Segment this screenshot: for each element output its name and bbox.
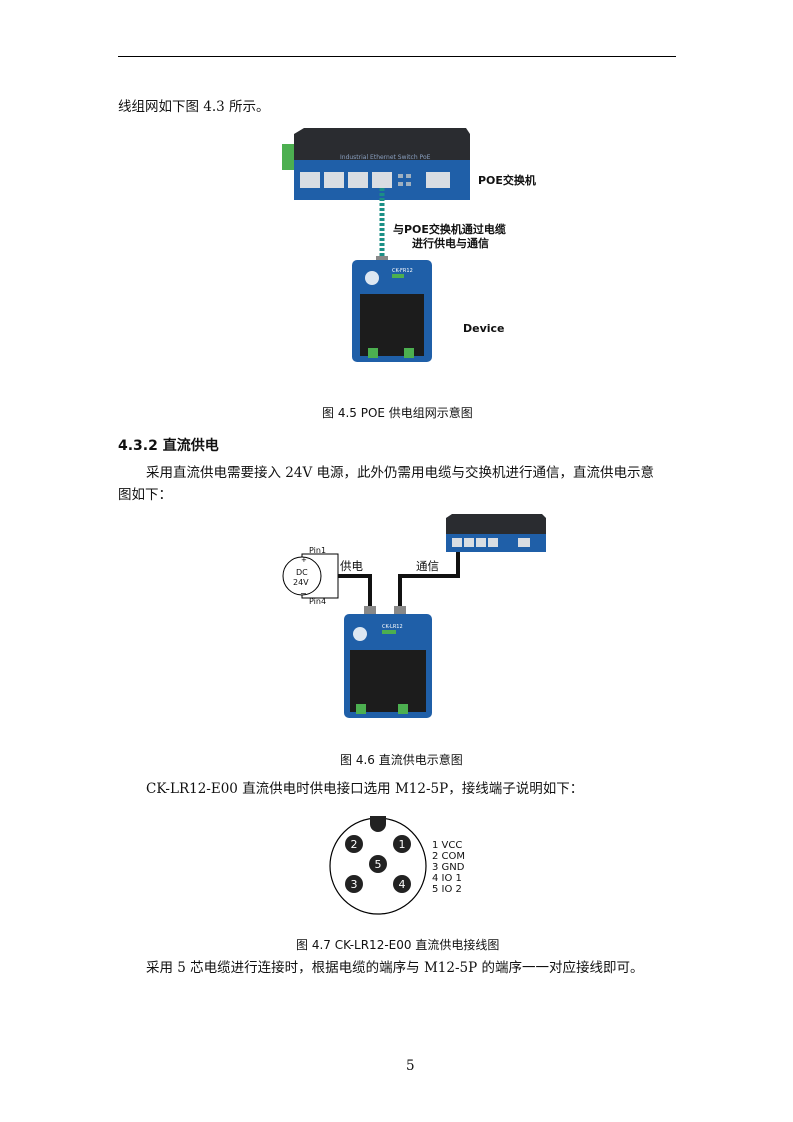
connector-key <box>370 816 386 832</box>
header-rule <box>118 56 676 57</box>
switch-panel-text: Industrial Ethernet Switch PoE <box>340 154 431 161</box>
section-paragraph-line1: 采用直流供电需要接入 24V 电源，此外仍需用电缆与交换机进行通信，直流供电示意 <box>146 465 655 481</box>
device-terminal <box>398 704 408 714</box>
switch-uplink-port <box>426 172 450 188</box>
pin-legend-item: 5 IO 2 <box>432 884 462 895</box>
status-led <box>398 174 403 178</box>
figure-4-7-connector: 1 2 3 4 5 <box>329 816 427 915</box>
switch-port <box>348 172 368 188</box>
cable-label-line1: 与POE交换机通过电缆 <box>393 223 506 236</box>
device-connector-power <box>364 606 376 616</box>
pin-4: 4 <box>393 875 411 893</box>
device-label: Device <box>463 322 505 335</box>
svg-text:5: 5 <box>375 858 382 871</box>
dc-label: DC <box>296 568 308 577</box>
pin-2: 2 <box>345 835 363 853</box>
device-model-text: CK-FR12 <box>392 268 413 274</box>
status-led <box>406 182 411 186</box>
svg-text:2: 2 <box>351 838 358 851</box>
pin-legend-item: 4 IO 1 <box>432 873 462 884</box>
figure-4-7-caption: 图 4.7 CK-LR12-E00 直流供电接线图 <box>296 938 500 952</box>
device-logo <box>353 627 367 641</box>
device-terminal <box>368 348 378 358</box>
device-model-text: CK-LR12 <box>382 624 403 630</box>
source-wire-top <box>301 553 339 576</box>
switch-label: POE交换机 <box>478 174 536 187</box>
switch-port <box>476 538 486 547</box>
minus-sign: − <box>300 589 307 598</box>
pin-1: 1 <box>393 835 411 853</box>
page-number: 5 <box>406 1058 415 1074</box>
svg-text:4: 4 <box>399 878 406 891</box>
pin-3: 3 <box>345 875 363 893</box>
pin-legend-item: 1 VCC <box>432 840 463 851</box>
device-terminal <box>404 348 414 358</box>
source-wire-bottom <box>301 576 339 599</box>
plus-sign: + <box>301 556 307 564</box>
figure-4-6-diagram: + − CK-LR12 <box>282 514 546 718</box>
cable-label-line2: 进行供电与通信 <box>412 237 489 250</box>
device-heatsink <box>360 294 424 356</box>
device-indicator <box>392 274 404 278</box>
device-heatsink <box>350 650 426 712</box>
figure-4-5-diagram: Industrial Ethernet Switch PoE CK-FR12 <box>282 128 470 362</box>
svg-text:3: 3 <box>351 878 358 891</box>
figure-4-6-caption: 图 4.6 直流供电示意图 <box>340 753 463 767</box>
comm-cable <box>398 544 460 610</box>
device-indicator <box>382 630 396 634</box>
pin-legend-item: 3 GND <box>432 862 465 873</box>
terminal-block <box>282 144 294 170</box>
switch-port <box>372 172 392 188</box>
switch-uplink-port <box>518 538 530 547</box>
figure-4-5-caption: 图 4.5 POE 供电组网示意图 <box>322 406 473 420</box>
wiring-intro: CK-LR12-E00 直流供电时供电接口选用 M12-5P，接线端子说明如下： <box>146 781 584 797</box>
switch-port <box>300 172 320 188</box>
section-heading: 4.3.2 直流供电 <box>118 438 219 454</box>
pin-5: 5 <box>369 855 387 873</box>
dc-voltage-label: 24V <box>293 578 309 587</box>
comm-label: 通信 <box>416 559 439 573</box>
switch-port <box>464 538 474 547</box>
closing-paragraph: 采用 5 芯电缆进行连接时，根据电缆的端序与 M12-5P 的端序一一对应接线即… <box>146 960 644 976</box>
power-cable <box>338 574 372 610</box>
pin-legend: 1 VCC 2 COM 3 GND 4 IO 1 5 IO 2 <box>432 840 465 895</box>
switch-port <box>452 538 462 547</box>
status-led <box>398 182 403 186</box>
device-terminal <box>356 704 366 714</box>
device-logo <box>365 271 379 285</box>
pin-bottom-label: Pin4 <box>309 597 327 606</box>
power-label: 供电 <box>340 559 363 573</box>
status-led <box>406 174 411 178</box>
pin-legend-item: 2 COM <box>432 851 466 862</box>
device-connector-comm <box>394 606 406 616</box>
section-paragraph-line2: 图如下： <box>118 487 172 503</box>
intro-line: 线组网如下图 4.3 所示。 <box>118 99 270 115</box>
svg-text:1: 1 <box>399 838 406 851</box>
switch-port <box>488 538 498 547</box>
switch-port <box>324 172 344 188</box>
pin-top-label: Pin1 <box>309 546 327 555</box>
